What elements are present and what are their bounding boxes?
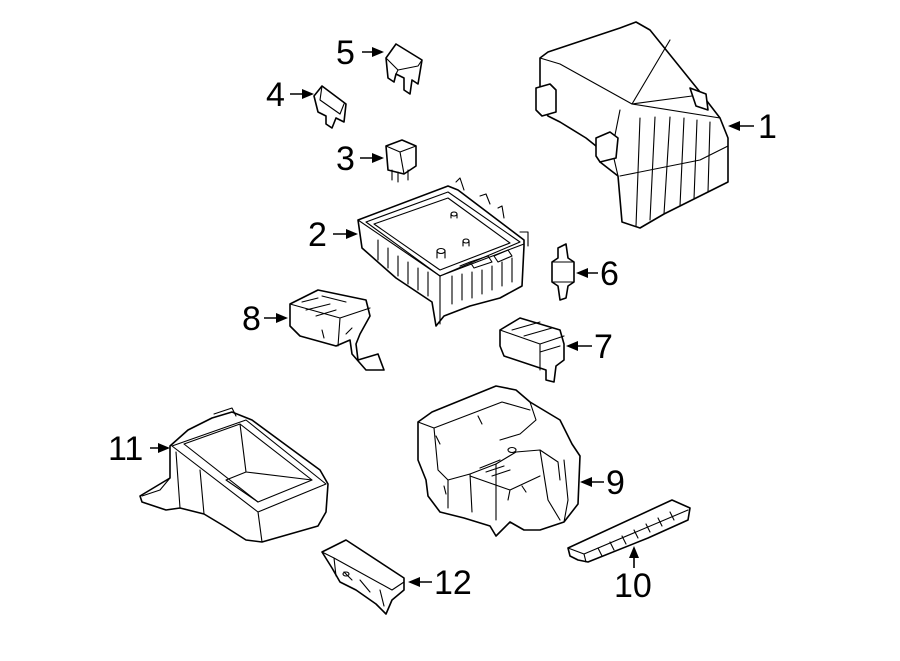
part-3-relay [385,139,417,183]
callout-7: 7 [594,328,613,366]
part-6-fuse [551,243,575,301]
part-11-tray [139,407,329,543]
part-9-bracket [417,385,581,537]
callout-3: 3 [336,140,355,178]
callout-1: 1 [758,108,777,146]
callout-10: 10 [614,567,652,605]
callout-9: 9 [606,464,625,502]
callout-12: 12 [434,564,472,602]
part-4-fuse [313,85,347,129]
callout-5: 5 [336,34,355,72]
callout-8: 8 [242,300,261,338]
callout-4: 4 [266,76,285,114]
callout-6: 6 [600,255,619,293]
callout-11: 11 [108,430,143,468]
part-8-cover [289,289,385,371]
part-12-clip [321,539,405,615]
callout-2: 2 [308,216,327,254]
part-1-cover [535,21,729,229]
part-7-relay-block [499,317,565,383]
part-5-fuse [385,43,423,95]
part-10-fuse-strip [567,499,691,563]
part-2-fuse-box [357,177,529,327]
